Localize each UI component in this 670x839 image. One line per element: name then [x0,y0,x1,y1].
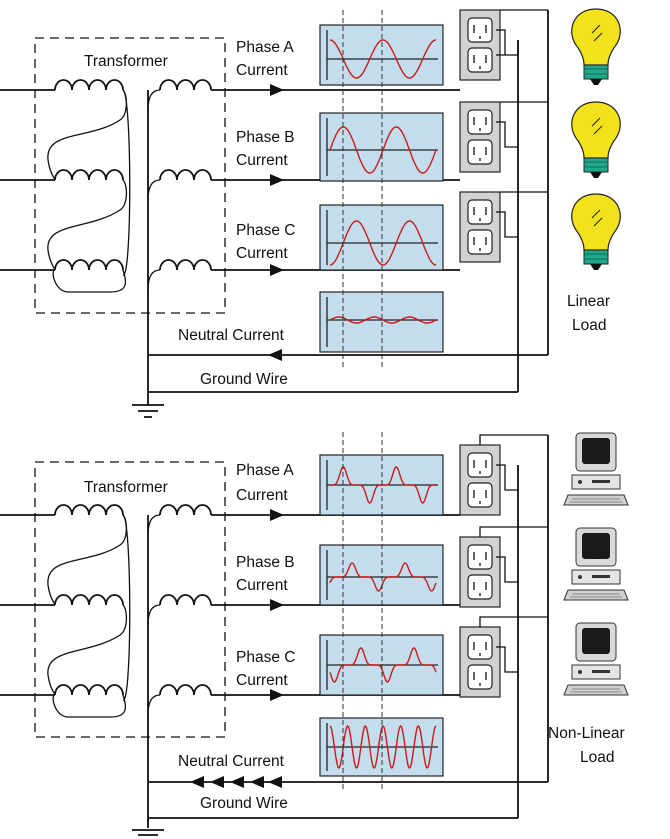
outlet-a [459,434,548,516]
outlet-c [459,191,548,263]
load-type-sublabel: Load [572,317,606,334]
computer-icon [563,527,629,601]
phase-a-sublabel: Current [236,62,288,79]
linear-load-section: Transformer [0,8,621,418]
phase-b-waveform [329,126,437,174]
load-type-sublabel: Load [580,749,614,766]
outlet-c [459,616,548,698]
computer-icon [563,432,629,506]
phase-b-sublabel: Current [236,152,288,169]
neutral-current-label: Neutral Current [178,327,285,344]
current-arrow [270,599,284,611]
transformer-label: Transformer [84,479,168,496]
outlet-a [459,9,548,81]
current-arrow [270,509,284,521]
secondary-winding [147,504,212,822]
phase-c-label: Phase C [236,649,295,666]
phase-a-waveform [330,466,436,504]
ground-symbol [132,818,164,836]
current-arrow [270,174,284,186]
phase-b-waveform [329,562,437,592]
secondary-winding [147,79,212,392]
phase-a-sublabel: Current [236,487,288,504]
nonlinear-load-section: Transformer Phase A Curr [0,432,629,836]
light-bulb-icon [571,101,621,178]
phase-a-waveform [329,39,437,79]
phase-b-label: Phase B [236,554,295,571]
phase-a-label: Phase A [236,39,294,56]
phase-b-sublabel: Current [236,577,288,594]
neutral-arrows [190,776,282,788]
transformer-label: Transformer [84,53,168,70]
primary-winding [47,504,131,718]
outlet-b [459,101,548,173]
load-type-label: Linear [567,293,610,310]
ground-wire-label: Ground Wire [200,371,288,388]
ground-symbol [132,392,164,418]
phase-c-sublabel: Current [236,245,288,262]
phase-c-waveform [329,220,437,266]
phase-c-label: Phase C [236,222,295,239]
phase-c-waveform [329,647,437,683]
transformer-enclosure [34,37,226,314]
transformer-enclosure [34,461,226,738]
light-bulb-icon [571,193,621,270]
neutral-waveform [329,316,437,324]
phase-c-sublabel: Current [236,672,288,689]
ground-wire-label: Ground Wire [200,795,288,812]
phase-a-label: Phase A [236,462,294,479]
neutral-current-label: Neutral Current [178,753,285,770]
load-type-label: Non-Linear [548,725,625,742]
current-arrow [270,689,284,701]
outlet-b [459,526,548,608]
computer-icon [563,622,629,696]
current-arrow [270,84,284,96]
neutral-arrow [268,349,282,361]
primary-winding [47,79,131,293]
neutral-waveform [329,724,437,770]
phase-b-label: Phase B [236,129,295,146]
current-arrow [270,264,284,276]
light-bulb-icon [571,8,621,85]
